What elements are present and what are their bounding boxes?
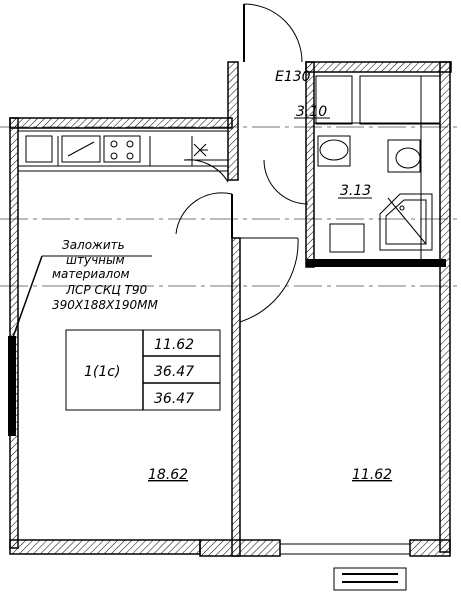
room-area-label: 11.62	[352, 467, 392, 483]
room-door	[239, 159, 309, 323]
note-line-4: ЛСР СКЦ Т90	[65, 283, 147, 297]
entry-door	[243, 3, 303, 63]
shaft-code-label: Е130	[275, 69, 311, 85]
apartment-area-total-balcony: 36.47	[154, 391, 194, 407]
note-line-3: материалом	[52, 267, 130, 281]
note-line-1: Заложить	[62, 238, 125, 252]
apartment-code: 1(1с)	[84, 364, 120, 380]
bath-area-label: 3.13	[340, 183, 371, 199]
toilet	[317, 135, 351, 167]
shower-tray	[379, 193, 433, 251]
apartment-table	[65, 329, 221, 411]
washing-machine	[329, 223, 365, 253]
note-leader	[8, 255, 152, 436]
kitchen-door	[175, 159, 233, 238]
kitchen-area-label: 18.62	[148, 467, 188, 483]
sink	[387, 139, 421, 173]
note-line-5: 390Х188Х190ММ	[52, 298, 159, 312]
apartment-area-living: 11.62	[154, 337, 194, 353]
apartment-area-total: 36.47	[154, 364, 194, 380]
kitchen-counter	[17, 130, 229, 172]
note-line-2: штучным	[66, 253, 125, 267]
hall-area-label: 3.10	[296, 104, 327, 120]
balcony-element	[333, 567, 407, 591]
